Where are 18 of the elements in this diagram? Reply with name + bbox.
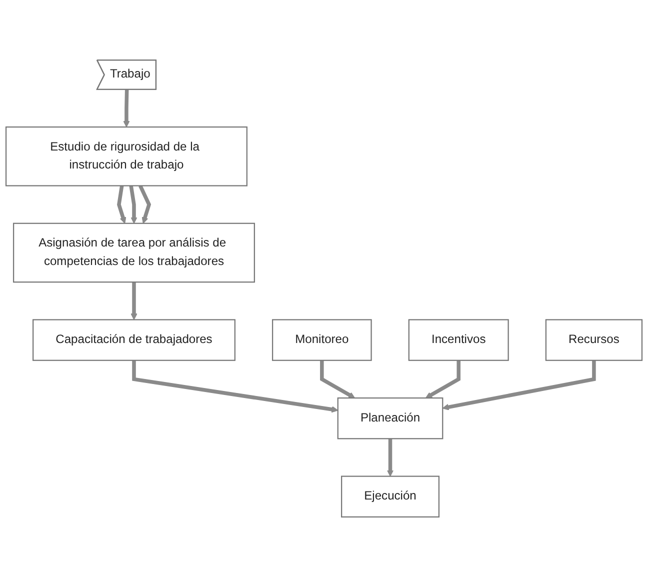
node-box: Estudio de rigurosidad de la instrucción de trabajo [5,126,248,186]
arrow [129,185,138,224]
node-box: Capacitación de trabajadores [32,319,236,361]
node-box: Planeación [337,397,444,440]
arrow [442,360,596,410]
node-box: Incentivos [408,319,509,361]
arrow [320,360,356,398]
arrow [425,360,460,398]
node-box: Ejecución [341,476,440,518]
arrow [132,360,338,413]
node-box: Recursos [545,319,643,361]
arrow [123,90,130,128]
arrow [138,184,152,224]
arrow [386,438,394,477]
arrow [117,185,126,224]
arrow [130,282,138,320]
node-box: Asignasión de tarea por análisis de competencias de los trabajadores [13,222,255,283]
node-box: Monitoreo [272,319,372,361]
